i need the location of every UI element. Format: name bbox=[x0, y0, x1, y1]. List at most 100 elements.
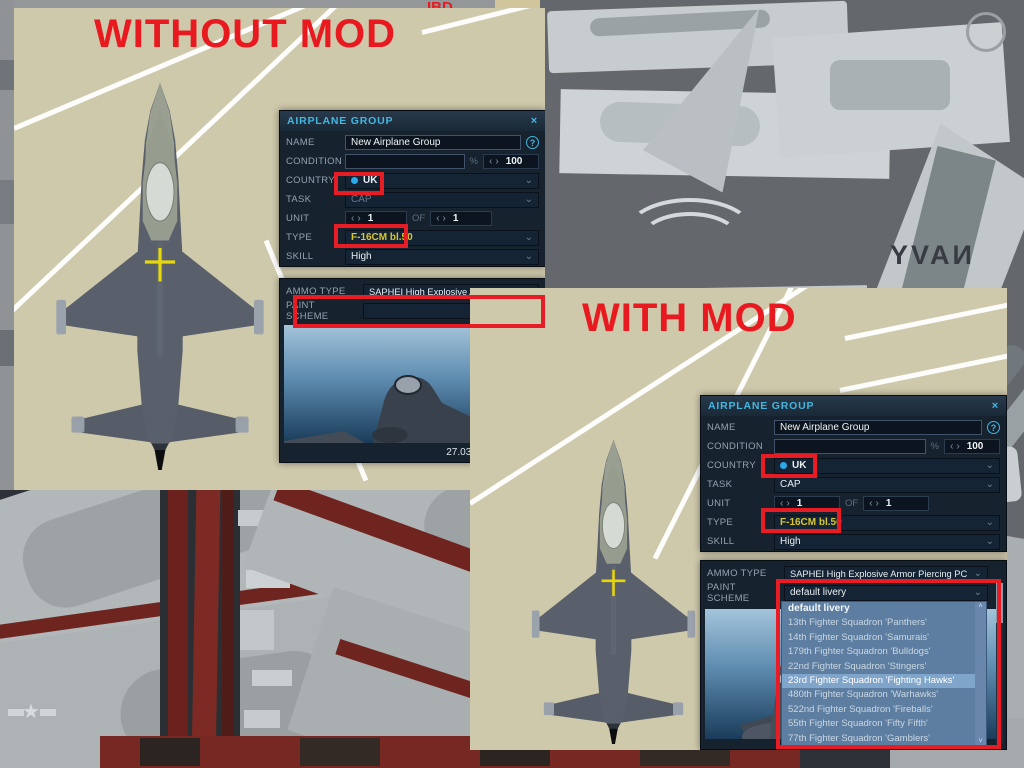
skill-select[interactable]: High ⌄ bbox=[345, 248, 539, 265]
panel-titlebar[interactable]: AIRPLANE GROUP × bbox=[701, 396, 1006, 416]
spinner-right-icon[interactable]: › bbox=[956, 440, 960, 452]
paint-scheme-label: PAINT SCHEME bbox=[286, 299, 329, 322]
spinner-left-icon[interactable]: ‹ bbox=[489, 155, 493, 167]
type-value: F-16CM bl.50 bbox=[351, 232, 413, 243]
ammo-type-value: SAPHEI High Explosive Armor Piercing PC bbox=[369, 286, 525, 297]
spinner-left-icon[interactable]: ‹ bbox=[869, 497, 873, 509]
condition-spinner[interactable]: ‹ › 100 bbox=[483, 154, 539, 169]
chevron-down-icon: ⌄ bbox=[524, 193, 533, 205]
name-label: NAME bbox=[707, 422, 736, 433]
paint-scheme-label: PAINT SCHEME bbox=[707, 581, 750, 604]
panel-title: AIRPLANE GROUP bbox=[708, 400, 815, 412]
country-select[interactable]: UK ⌄ bbox=[345, 172, 539, 189]
map-area-with-mod: WITH MOD AIRPLANE GROUP × bbox=[470, 288, 1007, 750]
paint-scheme-select[interactable]: default livery ⌄ bbox=[784, 584, 988, 601]
skill-select[interactable]: High ⌄ bbox=[774, 533, 1000, 550]
help-button[interactable]: ? bbox=[987, 421, 1000, 434]
spinner-left-icon[interactable]: ‹ bbox=[436, 212, 440, 224]
unit-count-value: 1 bbox=[796, 498, 803, 509]
unit-count-spinner[interactable]: ‹ › 1 bbox=[345, 211, 407, 226]
ammo-type-label: AMMO TYPE bbox=[286, 286, 346, 297]
scroll-up-icon[interactable]: ˄ bbox=[978, 603, 983, 610]
chevron-down-icon: ⌄ bbox=[985, 516, 994, 528]
task-select[interactable]: CAP ⌄ bbox=[774, 476, 1000, 493]
condition-value: 100 bbox=[966, 441, 984, 452]
name-input[interactable]: New Airplane Group bbox=[345, 135, 521, 150]
spinner-right-icon[interactable]: › bbox=[875, 497, 879, 509]
ammo-paint-panel-with-mod: AMMO TYPE SAPHEI High Explosive Armor Pi… bbox=[700, 560, 1007, 750]
chevron-down-icon: ⌄ bbox=[985, 459, 994, 471]
country-label: COUNTRY bbox=[707, 460, 756, 471]
condition-label: CONDITION bbox=[707, 441, 764, 452]
mirrored-navy-stencil: YVAИ bbox=[890, 240, 975, 270]
unit-count-value: 1 bbox=[367, 213, 374, 224]
chevron-down-icon: ⌄ bbox=[973, 586, 982, 598]
ammo-type-select[interactable]: SAPHEI High Explosive Armor Piercing PC … bbox=[784, 565, 988, 582]
livery-option[interactable]: 480th Fighter Squadron 'Warhawks' bbox=[788, 689, 939, 701]
type-select[interactable]: F-16CM bl.50 ⌄ bbox=[774, 514, 1000, 531]
name-label: NAME bbox=[286, 137, 315, 148]
task-label: TASK bbox=[286, 194, 312, 205]
usaf-roundel: ★ bbox=[8, 702, 56, 722]
chevron-down-icon: ⌄ bbox=[524, 250, 533, 262]
unit-total-spinner[interactable]: ‹ › 1 bbox=[863, 496, 930, 511]
condition-label: CONDITION bbox=[286, 156, 343, 167]
spinner-right-icon[interactable]: › bbox=[495, 155, 499, 167]
task-select[interactable]: CAP ⌄ bbox=[345, 191, 539, 208]
help-button[interactable]: ? bbox=[526, 136, 539, 149]
with-mod-annotation: WITH MOD bbox=[582, 296, 797, 340]
spinner-right-icon[interactable]: › bbox=[786, 497, 790, 509]
chevron-down-icon: ⌄ bbox=[524, 231, 533, 243]
airplane-group-panel-without-mod: AIRPLANE GROUP × NAME New Airplane Group… bbox=[279, 110, 545, 267]
spinner-left-icon[interactable]: ‹ bbox=[351, 212, 355, 224]
close-icon[interactable]: × bbox=[991, 400, 999, 412]
dropdown-scrollbar[interactable]: ˄ ˅ bbox=[975, 602, 986, 746]
name-input[interactable]: New Airplane Group bbox=[774, 420, 982, 435]
of-label: OF bbox=[412, 213, 426, 224]
type-select[interactable]: F-16CM bl.50 ⌄ bbox=[345, 229, 539, 246]
livery-option[interactable]: 55th Fighter Squadron 'Fifty Fifth' bbox=[788, 718, 928, 730]
condition-input[interactable] bbox=[345, 154, 465, 169]
chevron-down-icon: ⌄ bbox=[973, 567, 982, 579]
unit-total-value: 1 bbox=[885, 498, 892, 509]
livery-option[interactable]: 77th Fighter Squadron 'Gamblers' bbox=[788, 732, 930, 744]
panel-titlebar[interactable]: AIRPLANE GROUP × bbox=[280, 111, 545, 131]
without-mod-annotation: WITHOUT MOD bbox=[94, 12, 397, 56]
ammo-type-label: AMMO TYPE bbox=[707, 568, 767, 579]
paint-scheme-value: default livery bbox=[790, 587, 847, 598]
skill-value: High bbox=[780, 536, 801, 547]
unit-total-spinner[interactable]: ‹ › 1 bbox=[430, 211, 493, 226]
spinner-left-icon[interactable]: ‹ bbox=[780, 497, 784, 509]
spinner-left-icon[interactable]: ‹ bbox=[950, 440, 954, 452]
country-label: COUNTRY bbox=[286, 175, 335, 186]
condition-spinner[interactable]: ‹ › 100 bbox=[944, 439, 1000, 454]
task-label: TASK bbox=[707, 479, 733, 490]
spinner-right-icon[interactable]: › bbox=[357, 212, 361, 224]
country-select[interactable]: UK ⌄ bbox=[774, 457, 1000, 474]
chevron-down-icon: ⌄ bbox=[985, 478, 994, 490]
skill-label: SKILL bbox=[286, 251, 314, 262]
livery-option[interactable]: default livery bbox=[788, 603, 850, 614]
livery-option[interactable]: 179th Fighter Squadron 'Bulldogs' bbox=[788, 646, 931, 658]
spinner-right-icon[interactable]: › bbox=[442, 212, 446, 224]
condition-value: 100 bbox=[505, 156, 523, 167]
chevron-down-icon: ⌄ bbox=[524, 174, 533, 186]
livery-option[interactable]: 522nd Fighter Squadron 'Fireballs' bbox=[788, 703, 933, 715]
close-icon[interactable]: × bbox=[530, 115, 538, 127]
percent-sign: % bbox=[469, 156, 478, 167]
of-label: OF bbox=[845, 498, 859, 509]
unit-count-spinner[interactable]: ‹ › 1 bbox=[774, 496, 840, 511]
skill-label: SKILL bbox=[707, 536, 735, 547]
livery-option-selected[interactable]: 23rd Fighter Squadron 'Fighting Hawks' bbox=[782, 673, 975, 689]
livery-option[interactable]: 22nd Fighter Squadron 'Stingers' bbox=[788, 660, 927, 672]
livery-option[interactable]: 13th Fighter Squadron 'Panthers' bbox=[788, 617, 927, 629]
condition-input[interactable] bbox=[774, 439, 926, 454]
livery-option[interactable]: 14th Fighter Squadron 'Samurais' bbox=[788, 631, 929, 643]
task-value: CAP bbox=[780, 479, 801, 490]
map-area-without-mod: WITHOUT MOD AIRPLANE GROUP × bbox=[14, 8, 545, 490]
type-label: TYPE bbox=[286, 232, 313, 243]
ammo-type-value: SAPHEI High Explosive Armor Piercing PC bbox=[790, 568, 968, 579]
panel-scrollbar[interactable] bbox=[996, 583, 1003, 743]
scroll-down-icon[interactable]: ˅ bbox=[978, 738, 983, 745]
